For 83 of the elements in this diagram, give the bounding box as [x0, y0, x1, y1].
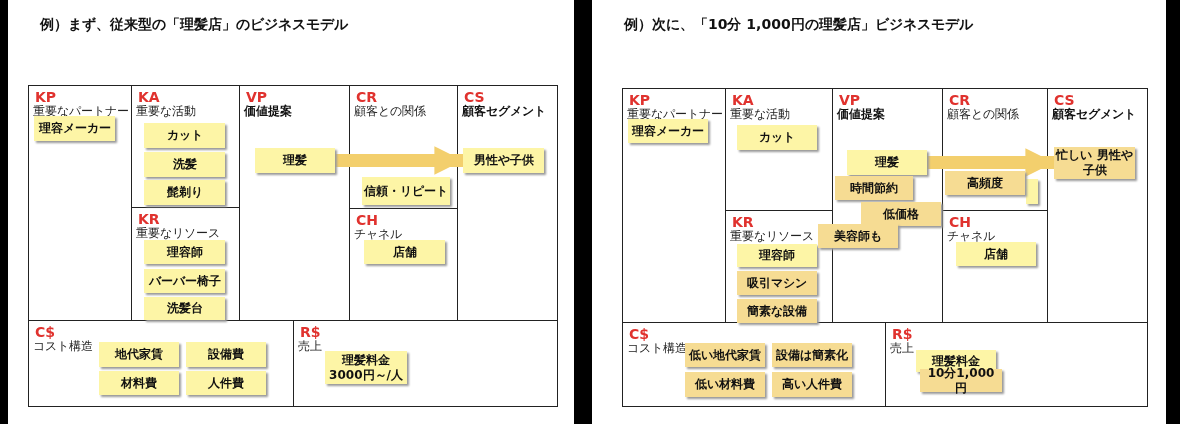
section-label: コスト構造: [33, 340, 93, 352]
section-code: R$: [300, 324, 321, 340]
sticky-note: 理髪: [847, 150, 927, 175]
sticky-note: 設備は簡素化: [772, 343, 852, 367]
section-code: C$: [35, 324, 55, 340]
sticky-note: バーバー椅子: [144, 269, 225, 293]
sticky-note: 美容師も: [818, 224, 898, 248]
section-label: 売上: [298, 340, 322, 352]
section-code: R$: [892, 326, 913, 342]
slide-title: 例）次に、「10分 1,000円の理髪店」ビジネスモデル: [624, 16, 973, 34]
section-code: KA: [138, 89, 160, 105]
section-code: C$: [629, 326, 649, 342]
section-code: KP: [629, 92, 651, 108]
section-label: チャネル: [947, 230, 995, 242]
sticky-note: 理髪: [255, 148, 335, 173]
block-arrow: [927, 148, 1054, 177]
sticky-note: カット: [144, 123, 225, 148]
canvas-section: [885, 322, 1148, 407]
sticky-note: 髭剃り: [144, 180, 225, 205]
section-label: 売上: [890, 342, 914, 354]
sticky-note: 材料費: [99, 371, 179, 395]
sticky-note: 洗髪: [144, 152, 225, 177]
canvas-section: [1047, 88, 1148, 323]
sticky-note: 低い地代家賃: [685, 343, 765, 367]
section-label: 顧客との関係: [354, 105, 426, 117]
sticky-note: 低価格: [861, 202, 941, 226]
sticky-note: 低い材料費: [685, 372, 765, 397]
sticky-note: 店舗: [956, 242, 1036, 266]
sticky-note: 男性や子供: [463, 148, 544, 173]
section-label: 顧客セグメント: [1052, 108, 1136, 120]
canvas-section: [28, 320, 294, 407]
sticky-note: 理容師: [737, 244, 817, 267]
canvas-section: [622, 88, 726, 323]
section-code: KA: [732, 92, 754, 108]
section-code: CH: [949, 214, 971, 230]
covered-sticky-note: [1026, 179, 1038, 204]
section-code: KR: [732, 214, 754, 230]
section-label: 重要な活動: [730, 108, 790, 120]
section-code: CR: [356, 89, 378, 105]
sticky-note: 高い人件費: [772, 372, 852, 397]
sticky-note: 人件費: [186, 371, 266, 395]
sticky-note: 理髪料金 3000円～/人: [325, 351, 407, 384]
section-label: チャネル: [354, 228, 402, 240]
sticky-note: 時間節約: [835, 176, 913, 200]
canvas-section: [131, 85, 240, 208]
sticky-note: 洗髪台: [144, 297, 225, 320]
slide-panel: [592, 0, 1166, 424]
sticky-note: カット: [737, 125, 817, 150]
sticky-note: 店舗: [364, 240, 445, 264]
section-label: 重要なリソース: [136, 227, 220, 239]
section-code: CS: [464, 89, 485, 105]
section-code: CH: [356, 212, 378, 228]
section-label: コスト構造: [627, 342, 687, 354]
section-label: 価値提案: [837, 108, 885, 120]
sticky-note: 10分1,000円: [920, 369, 1002, 392]
section-label: 価値提案: [244, 105, 292, 117]
section-label: 重要な活動: [136, 105, 196, 117]
sticky-note: 設備費: [186, 342, 266, 367]
slide-panel: [8, 0, 574, 424]
sticky-note: 簡素な設備: [737, 299, 817, 323]
section-code: KP: [35, 89, 57, 105]
canvas-section: [457, 85, 558, 321]
sticky-note: 信頼・リピート: [362, 177, 450, 205]
section-code: CS: [1054, 92, 1075, 108]
section-code: CR: [949, 92, 971, 108]
slide-title: 例）まず、従来型の「理髪店」のビジネスモデル: [40, 16, 348, 34]
sticky-note: 吸引マシン: [737, 271, 817, 295]
section-label: 顧客との関係: [947, 108, 1019, 120]
canvas-section: [293, 320, 558, 407]
section-code: VP: [246, 89, 268, 105]
section-code: VP: [839, 92, 861, 108]
canvas-section: [28, 85, 132, 321]
section-code: KR: [138, 211, 160, 227]
sticky-note: 理容師: [144, 240, 225, 264]
sticky-note: 理容メーカー: [628, 119, 708, 143]
sticky-note: 高頻度: [945, 171, 1025, 195]
sticky-note: 地代家賃: [99, 342, 179, 367]
canvas-section: [622, 322, 886, 407]
section-label: 顧客セグメント: [462, 105, 546, 117]
block-arrow: [335, 146, 463, 175]
sticky-note: 理容メーカー: [34, 116, 115, 141]
sticky-note: 忙しい 男性や子供: [1054, 147, 1135, 179]
section-label: 重要なリソース: [730, 230, 814, 242]
